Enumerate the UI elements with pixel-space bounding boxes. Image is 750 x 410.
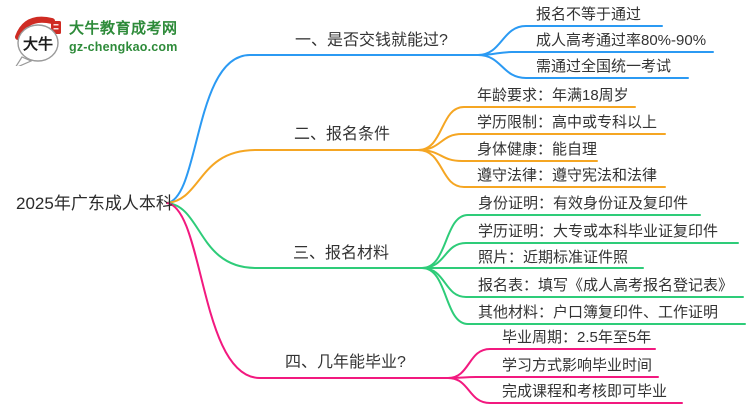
branch-1-main-line bbox=[166, 54, 479, 204]
branch-2-child-1: 年龄要求：年满18周岁 bbox=[477, 87, 629, 104]
branch-4-child-2: 学习方式影响毕业时间 bbox=[502, 357, 653, 374]
branch-1-child-3: 需通过全国统一考试 bbox=[536, 58, 672, 75]
branch-4-child-1: 毕业周期：2.5年至5年 bbox=[502, 329, 652, 346]
branch-4-child-2-line bbox=[447, 376, 659, 379]
branch-3-child-2: 学历证明：大专或本科毕业证复印件 bbox=[478, 223, 719, 240]
branch-3-child-3: 照片：近期标准证件照 bbox=[478, 249, 629, 266]
root-node: 2025年广东成人本科 bbox=[16, 194, 173, 213]
branch-4-child-3: 完成课程和考核即可毕业 bbox=[502, 383, 668, 400]
site-logo: 大牛 大牛教育成考网 gz-chengkao.com bbox=[13, 12, 178, 66]
site-domain: gz-chengkao.com bbox=[69, 40, 178, 54]
branch-2-child-3: 身体健康：能自理 bbox=[477, 141, 598, 158]
branch-3-main-line bbox=[166, 202, 423, 269]
branch-2-child-2: 学历限制：高中或专科以上 bbox=[477, 114, 658, 131]
branch-2-main-line bbox=[166, 149, 419, 204]
branch-2-child-4-line bbox=[417, 149, 666, 188]
branch-1-child-2: 成人高考通过率80%-90% bbox=[536, 32, 707, 49]
logo-text-block: 大牛教育成考网 gz-chengkao.com bbox=[69, 12, 178, 54]
branch-2-child-1-line bbox=[417, 106, 636, 151]
daniu-logo-icon: 大牛 bbox=[15, 16, 61, 66]
logo-red-arc bbox=[15, 16, 55, 40]
branch-1-child-1: 报名不等于通过 bbox=[536, 6, 642, 23]
logo-speech-bubble bbox=[17, 24, 59, 62]
branch-3-child-1: 身份证明：有效身份证及复印件 bbox=[478, 195, 689, 212]
branch-2-child-4: 遵守法律：遵守宪法和法律 bbox=[477, 167, 658, 184]
branch-3-child-1-line bbox=[421, 214, 701, 269]
site-name: 大牛教育成考网 bbox=[69, 20, 178, 37]
branch-3-label: 三、报名材料 bbox=[293, 245, 390, 262]
branch-1-label: 一、是否交钱就能过? bbox=[295, 32, 448, 49]
branch-3-child-4: 报名表：填写《成人高考报名登记表》 bbox=[478, 277, 734, 294]
branch-4-label: 四、几年能毕业? bbox=[285, 354, 406, 371]
branch-1-child-3-line bbox=[477, 54, 689, 79]
branch-4-child-3-line bbox=[447, 377, 683, 404]
branch-3-child-5-line bbox=[421, 267, 746, 325]
branch-1-child-2-line bbox=[477, 51, 714, 56]
logo-bubble-tail bbox=[15, 56, 33, 66]
branch-3-child-5: 其他材料：户口簿复印件、工作证明 bbox=[478, 304, 719, 321]
logo-icon-text: 大牛 bbox=[23, 35, 53, 53]
branch-2-label: 二、报名条件 bbox=[294, 126, 391, 143]
branch-4-main-line bbox=[166, 202, 449, 379]
